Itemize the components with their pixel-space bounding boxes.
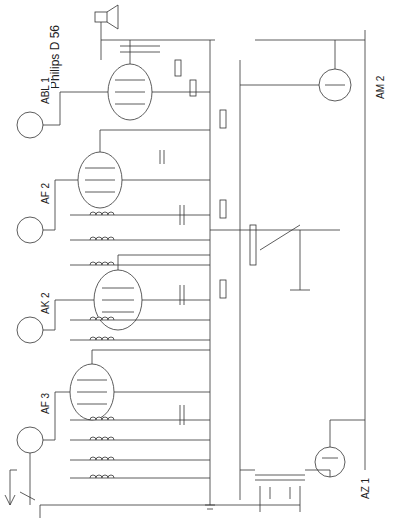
antenna-symbol (5, 470, 17, 505)
coil-turn (90, 262, 96, 265)
coil-turn (102, 237, 108, 240)
coil-turn (96, 212, 102, 215)
coil-turn (108, 237, 114, 240)
component-symbols (160, 60, 340, 425)
coil-turn (90, 317, 96, 320)
coil-turn (102, 317, 108, 320)
coil-turn (108, 212, 114, 215)
coil-turn (102, 417, 108, 420)
coil-turn (108, 417, 114, 420)
wire (70, 215, 210, 478)
coil-turn (96, 262, 102, 265)
coil-turn (108, 475, 114, 478)
coil-turn (96, 317, 102, 320)
wire (322, 420, 365, 458)
coil-turn (108, 317, 114, 320)
coil-turn (96, 475, 102, 478)
coil-turn (90, 417, 96, 420)
ground-wire (40, 505, 300, 518)
coil-turn (108, 437, 114, 440)
coil-turn (90, 212, 96, 215)
coil-turn (96, 237, 102, 240)
coil-turn (102, 457, 108, 460)
wire (55, 255, 210, 312)
ground-symbol (205, 505, 215, 509)
coil-turn (90, 457, 96, 460)
coil-turn (96, 437, 102, 440)
wire (55, 350, 210, 404)
wire (101, 22, 215, 60)
bus-wire (210, 30, 365, 505)
coil-turn (96, 417, 102, 420)
transformer-symbol (120, 46, 160, 52)
speaker-cone (107, 5, 118, 29)
tube-label: AM 2 (375, 75, 386, 100)
tube-label: AF 2 (40, 182, 51, 205)
mains-wire (260, 500, 300, 512)
coil-turn (102, 212, 108, 215)
tube-label: ABL 1 (40, 76, 51, 105)
coil-turn (108, 457, 114, 460)
coil-turn (108, 337, 114, 340)
coil-turn (102, 337, 108, 340)
coil-turn (102, 437, 108, 440)
coil-turn (90, 437, 96, 440)
coil-turn (90, 337, 96, 340)
tube-label: AF 3 (40, 392, 51, 415)
coil-turn (108, 262, 114, 265)
speaker-symbol (95, 12, 107, 22)
coil-turn (90, 475, 96, 478)
coil-turn (90, 237, 96, 240)
wire (55, 130, 210, 192)
wire (240, 40, 345, 85)
coil-turn (96, 457, 102, 460)
coil-turn (96, 337, 102, 340)
mains-transformer (240, 470, 330, 500)
tube-label: AK 2 (40, 291, 51, 315)
coil-turn (102, 262, 108, 265)
tube-label: AZ 1 (360, 477, 371, 500)
coil-turn (102, 475, 108, 478)
wire (20, 92, 60, 505)
coil-symbol (90, 212, 114, 478)
wire (60, 40, 210, 104)
